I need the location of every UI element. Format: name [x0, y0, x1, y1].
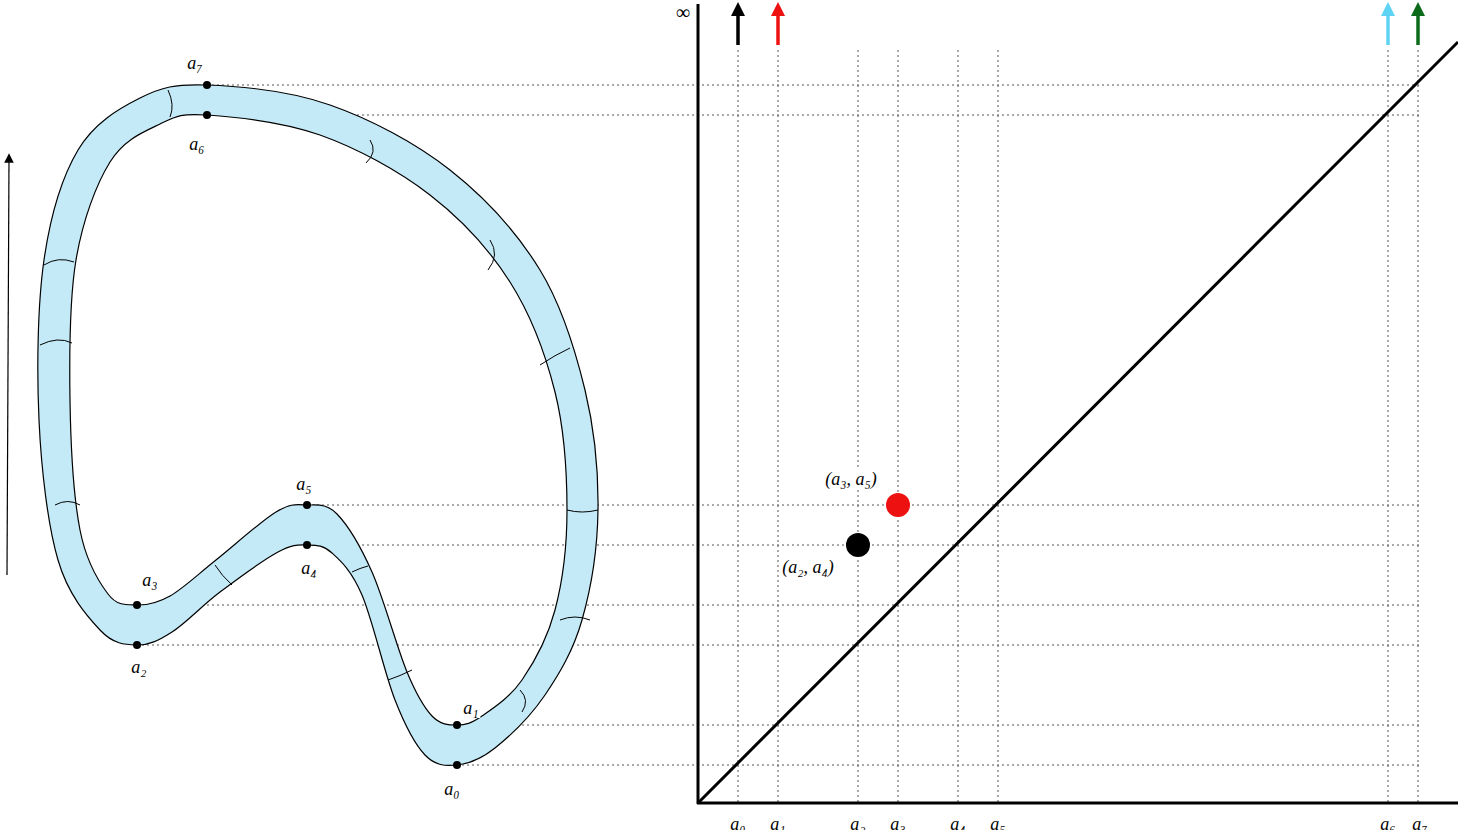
point-label: a₁ [461, 698, 480, 718]
axis-tick-label: a₃ [888, 814, 907, 830]
point-label: a₀ [442, 779, 461, 799]
point-label: a₂ [129, 657, 148, 677]
axis-tick-label: a₅ [988, 814, 1007, 830]
cross-sections [40, 90, 598, 712]
axis-tick-label: a₁ [768, 814, 787, 830]
point-label: a₄ [299, 558, 318, 578]
axes [697, 4, 1458, 804]
axis-tick-label: a₇ [1410, 814, 1429, 830]
infinity-label: ∞ [674, 2, 692, 22]
coordinate-label: (a₂, a₄) [780, 557, 836, 577]
tube-shape [38, 85, 598, 766]
axis-tick-label: a₂ [848, 814, 867, 830]
point-label: a₆ [187, 134, 206, 154]
coordinate-label: (a₃, a₅) [823, 469, 879, 489]
infinite-bars [731, 2, 1425, 45]
axis-tick-label: a₀ [728, 814, 747, 830]
persistence-point [886, 493, 910, 517]
axis-tick-label: a₆ [1378, 814, 1397, 830]
point-label: a₅ [294, 474, 313, 494]
critical-points [133, 81, 461, 769]
axis-tick-label: a₄ [948, 814, 967, 830]
point-label: a₇ [185, 53, 204, 73]
persistence-point [846, 533, 870, 557]
height-arrow [7, 158, 9, 575]
guide-lines [137, 50, 1420, 803]
point-label: a₃ [140, 570, 159, 590]
